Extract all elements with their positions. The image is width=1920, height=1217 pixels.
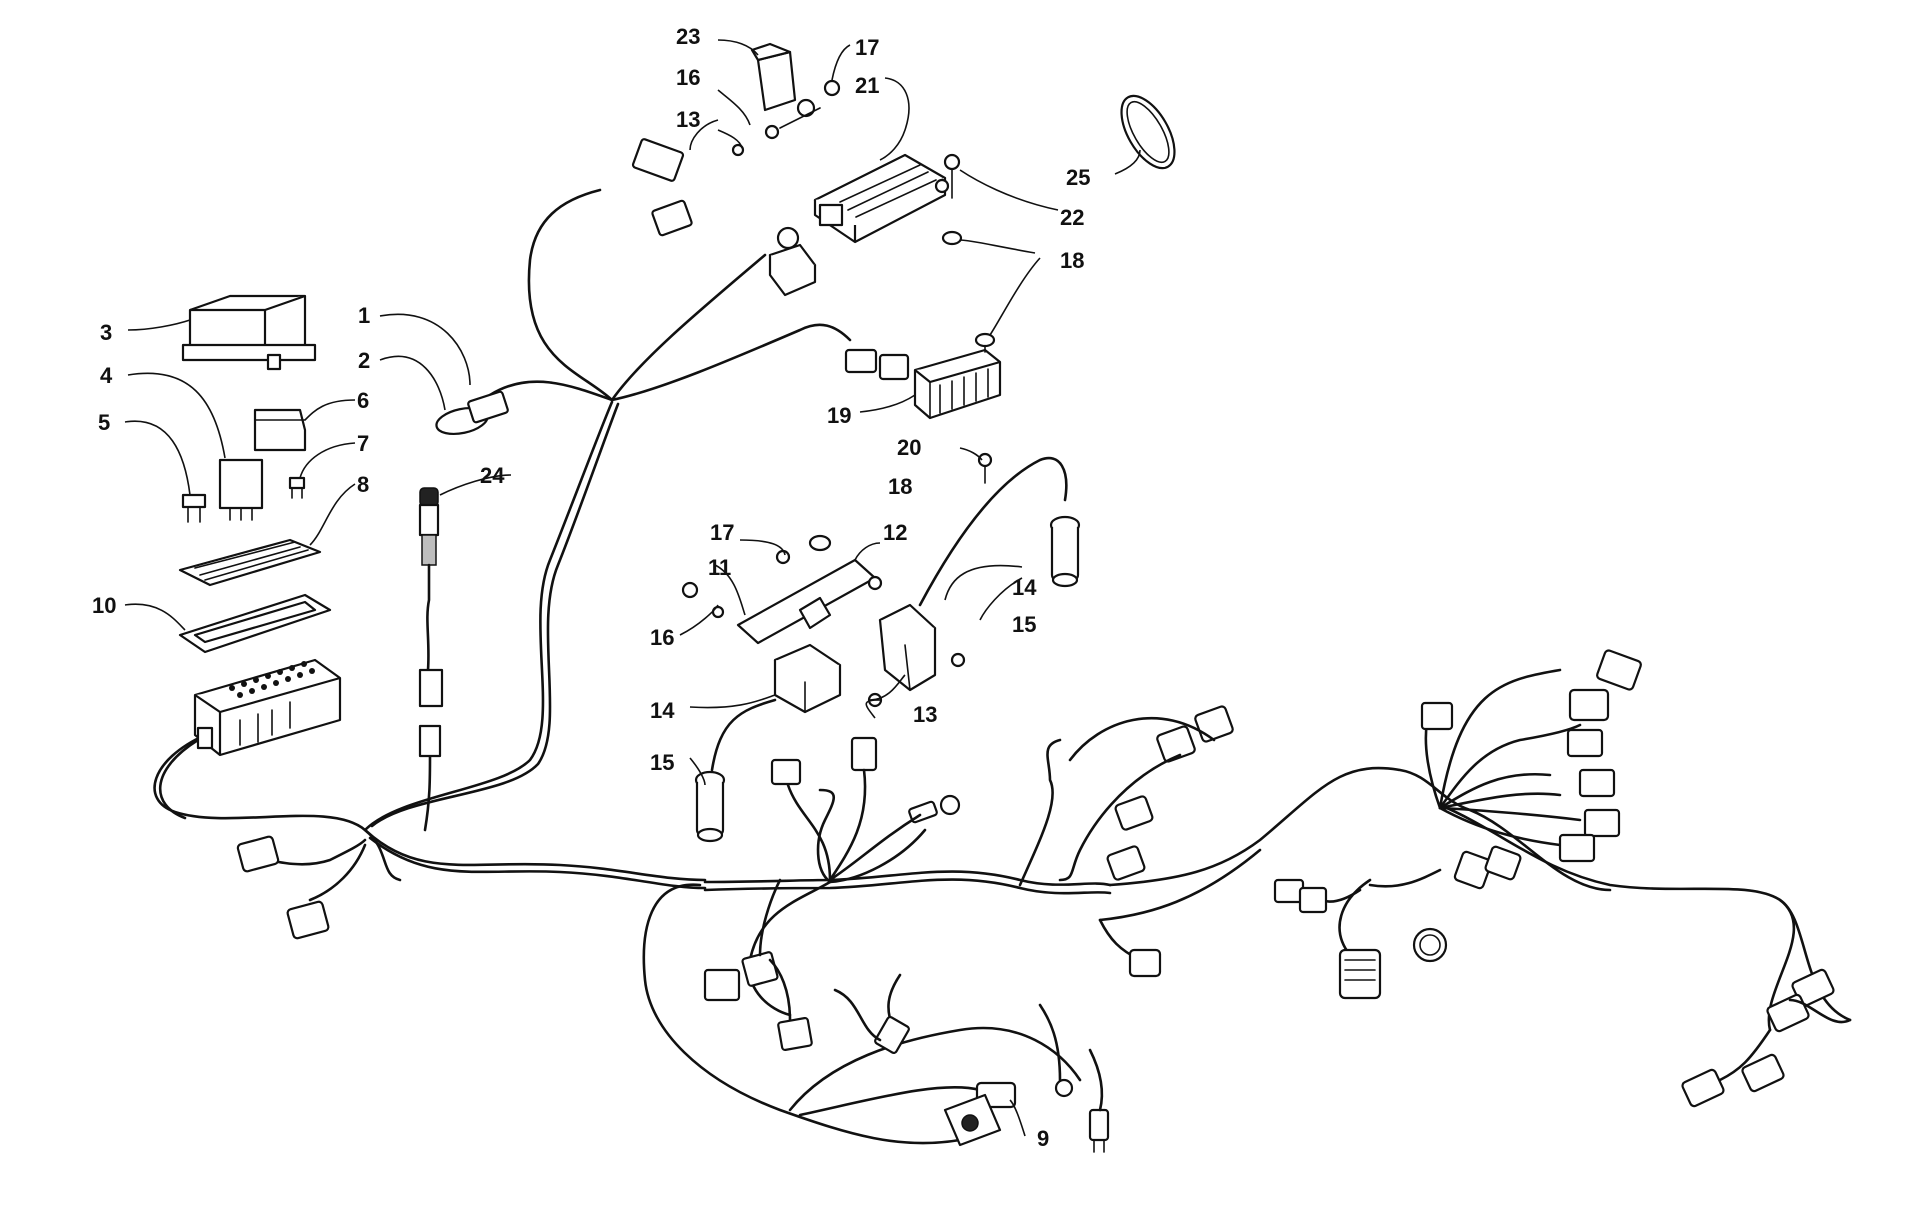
- callout-9: 9: [1037, 1126, 1049, 1151]
- callout-8: 8: [357, 472, 369, 497]
- mid-connectors: [770, 736, 961, 882]
- control-module-21: [813, 153, 950, 244]
- leader-lines: [124, 39, 1141, 1137]
- label-sheet-8: [178, 538, 322, 587]
- callout-17-bottom: 17: [710, 520, 734, 545]
- callout-1: 1: [358, 303, 370, 328]
- connector-9: [943, 1003, 1110, 1153]
- callout-12: 12: [883, 520, 907, 545]
- callout-16-top: 16: [676, 65, 700, 90]
- callout-labels: 1 2 3 4 5 6 7 8 9 10 11 12 13 13 14 14 1…: [92, 24, 1090, 1151]
- screw-22: [943, 153, 961, 199]
- screw-20: [977, 452, 993, 484]
- ignition-coil-14-right: [878, 456, 1068, 692]
- callout-4: 4: [100, 363, 113, 388]
- callout-14-right: 14: [1012, 575, 1037, 600]
- ignition-coil-14-left: [710, 643, 842, 772]
- nut-18-top: [941, 230, 963, 246]
- callout-18-top: 18: [1060, 248, 1084, 273]
- callout-5: 5: [98, 410, 110, 435]
- callout-10: 10: [92, 593, 116, 618]
- callout-6: 6: [357, 388, 369, 413]
- callout-14-left: 14: [650, 698, 675, 723]
- right-cluster-components: [1273, 649, 1642, 1000]
- callout-23: 23: [676, 24, 700, 49]
- middle-right-connectors: [1058, 705, 1234, 978]
- main-harness-wires: [153, 188, 1852, 1145]
- small-hardware: [681, 534, 966, 708]
- bracket-23: [731, 42, 841, 157]
- connector-1-2: [435, 390, 509, 436]
- regulator-19: [913, 332, 1002, 420]
- callout-17-top: 17: [855, 35, 879, 60]
- callout-16-bottom: 16: [650, 625, 674, 650]
- callout-2: 2: [358, 348, 370, 373]
- left-low-connectors: [236, 835, 330, 940]
- fuse-7: [288, 476, 306, 499]
- coil-top: [768, 226, 817, 297]
- callout-19: 19: [827, 403, 851, 428]
- callout-18-middle: 18: [888, 474, 912, 499]
- callout-25: 25: [1066, 165, 1090, 190]
- clamp-ring-25: [1120, 94, 1176, 170]
- callout-21: 21: [855, 73, 879, 98]
- callout-3: 3: [100, 320, 112, 345]
- callout-15-left: 15: [650, 750, 674, 775]
- plug-cap-15-right: [1049, 515, 1081, 588]
- gasket-10: [178, 593, 332, 654]
- callout-11: 11: [708, 555, 731, 580]
- sensor-24: [418, 487, 444, 758]
- callout-15-right: 15: [1012, 612, 1036, 637]
- fuse-box-cover: [181, 294, 317, 371]
- far-right-connectors: [1681, 968, 1852, 1108]
- callout-7: 7: [357, 431, 369, 456]
- relay-4: [218, 458, 264, 521]
- bracket-11: [736, 558, 877, 645]
- connectors-top-left: [631, 138, 693, 237]
- regulator-connectors: [844, 348, 910, 381]
- lower-left-connectors: [703, 878, 910, 1054]
- fuse-5: [181, 493, 207, 523]
- plug-cap-15-left: [694, 770, 726, 843]
- relay-6: [253, 408, 307, 452]
- callout-13-bottom: 13: [913, 702, 937, 727]
- callout-22: 22: [1060, 205, 1084, 230]
- callout-13-top: 13: [676, 107, 700, 132]
- fuse-block: [193, 658, 342, 757]
- callout-20: 20: [897, 435, 921, 460]
- callout-24: 24: [480, 463, 505, 488]
